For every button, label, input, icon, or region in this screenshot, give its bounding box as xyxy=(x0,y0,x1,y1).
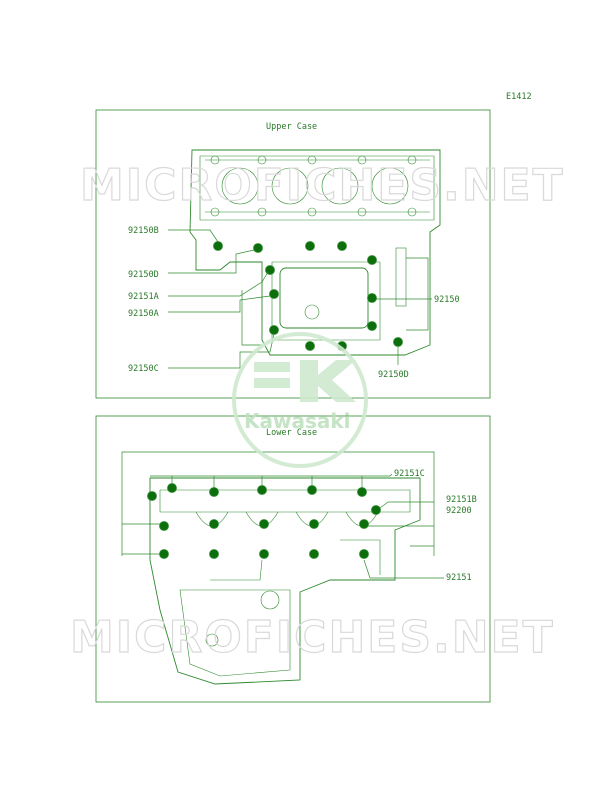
bolt-marker xyxy=(257,485,267,495)
bolt-marker xyxy=(159,521,169,531)
kawasaki-logo: Kawasaki xyxy=(232,332,368,468)
part-label-92150c: 92150C xyxy=(128,364,159,374)
bolt-marker xyxy=(259,519,269,529)
upper-case-frame xyxy=(95,109,491,399)
bolt-marker xyxy=(371,505,381,515)
bolt-marker xyxy=(269,289,279,299)
part-label-92150d: 92150D xyxy=(128,270,159,280)
watermark-lower: MICROFICHES.NET xyxy=(70,612,555,663)
bolt-marker xyxy=(359,519,369,529)
bolt-marker xyxy=(367,293,377,303)
part-label-92200: 92200 xyxy=(446,506,472,516)
bolt-marker xyxy=(305,241,315,251)
lower-leader-lines xyxy=(122,473,444,579)
part-label-92150b: 92150B xyxy=(128,226,159,236)
bolt-marker xyxy=(259,549,269,559)
part-label-92150a: 92150A xyxy=(128,309,159,319)
logo-text: Kawasaki xyxy=(244,409,351,433)
reference-code: E1412 xyxy=(506,92,532,102)
upper-bolt-markers xyxy=(213,241,403,351)
bolt-marker xyxy=(307,485,317,495)
bolt-marker xyxy=(393,337,403,347)
lower-case-frame xyxy=(95,415,491,703)
upper-case-title: Upper Case xyxy=(266,122,317,132)
bolt-marker xyxy=(305,341,315,351)
watermark-upper: MICROFICHES.NET xyxy=(80,160,565,211)
bolt-marker xyxy=(209,519,219,529)
bolt-marker xyxy=(367,255,377,265)
upper-leader-lines xyxy=(168,229,432,369)
part-label-92151c: 92151C xyxy=(394,469,425,479)
lower-case-title: Lower Case xyxy=(266,428,317,438)
part-label-92150: 92150 xyxy=(434,295,460,305)
bolt-marker xyxy=(213,241,223,251)
part-label-92151a: 92151A xyxy=(128,292,159,302)
bolt-marker xyxy=(147,491,157,501)
bolt-marker xyxy=(337,241,347,251)
lower-crankcase-drawing xyxy=(149,477,421,685)
bolt-marker xyxy=(357,487,367,497)
bolt-marker xyxy=(209,549,219,559)
bolt-marker xyxy=(309,549,319,559)
lower-bracket xyxy=(121,451,435,556)
lower-bolt-markers xyxy=(147,483,381,559)
bolt-marker xyxy=(253,243,263,253)
bolt-marker xyxy=(367,321,377,331)
bolt-marker xyxy=(209,487,219,497)
bolt-marker xyxy=(159,549,169,559)
bolt-marker xyxy=(269,325,279,335)
bolt-marker xyxy=(309,519,319,529)
bolt-marker xyxy=(167,483,177,493)
part-label-92151: 92151 xyxy=(446,573,472,583)
bolt-marker xyxy=(265,265,275,275)
bolt-marker xyxy=(359,549,369,559)
part-label-92151b: 92151B xyxy=(446,495,477,505)
part-label-92150d-right: 92150D xyxy=(378,370,409,380)
